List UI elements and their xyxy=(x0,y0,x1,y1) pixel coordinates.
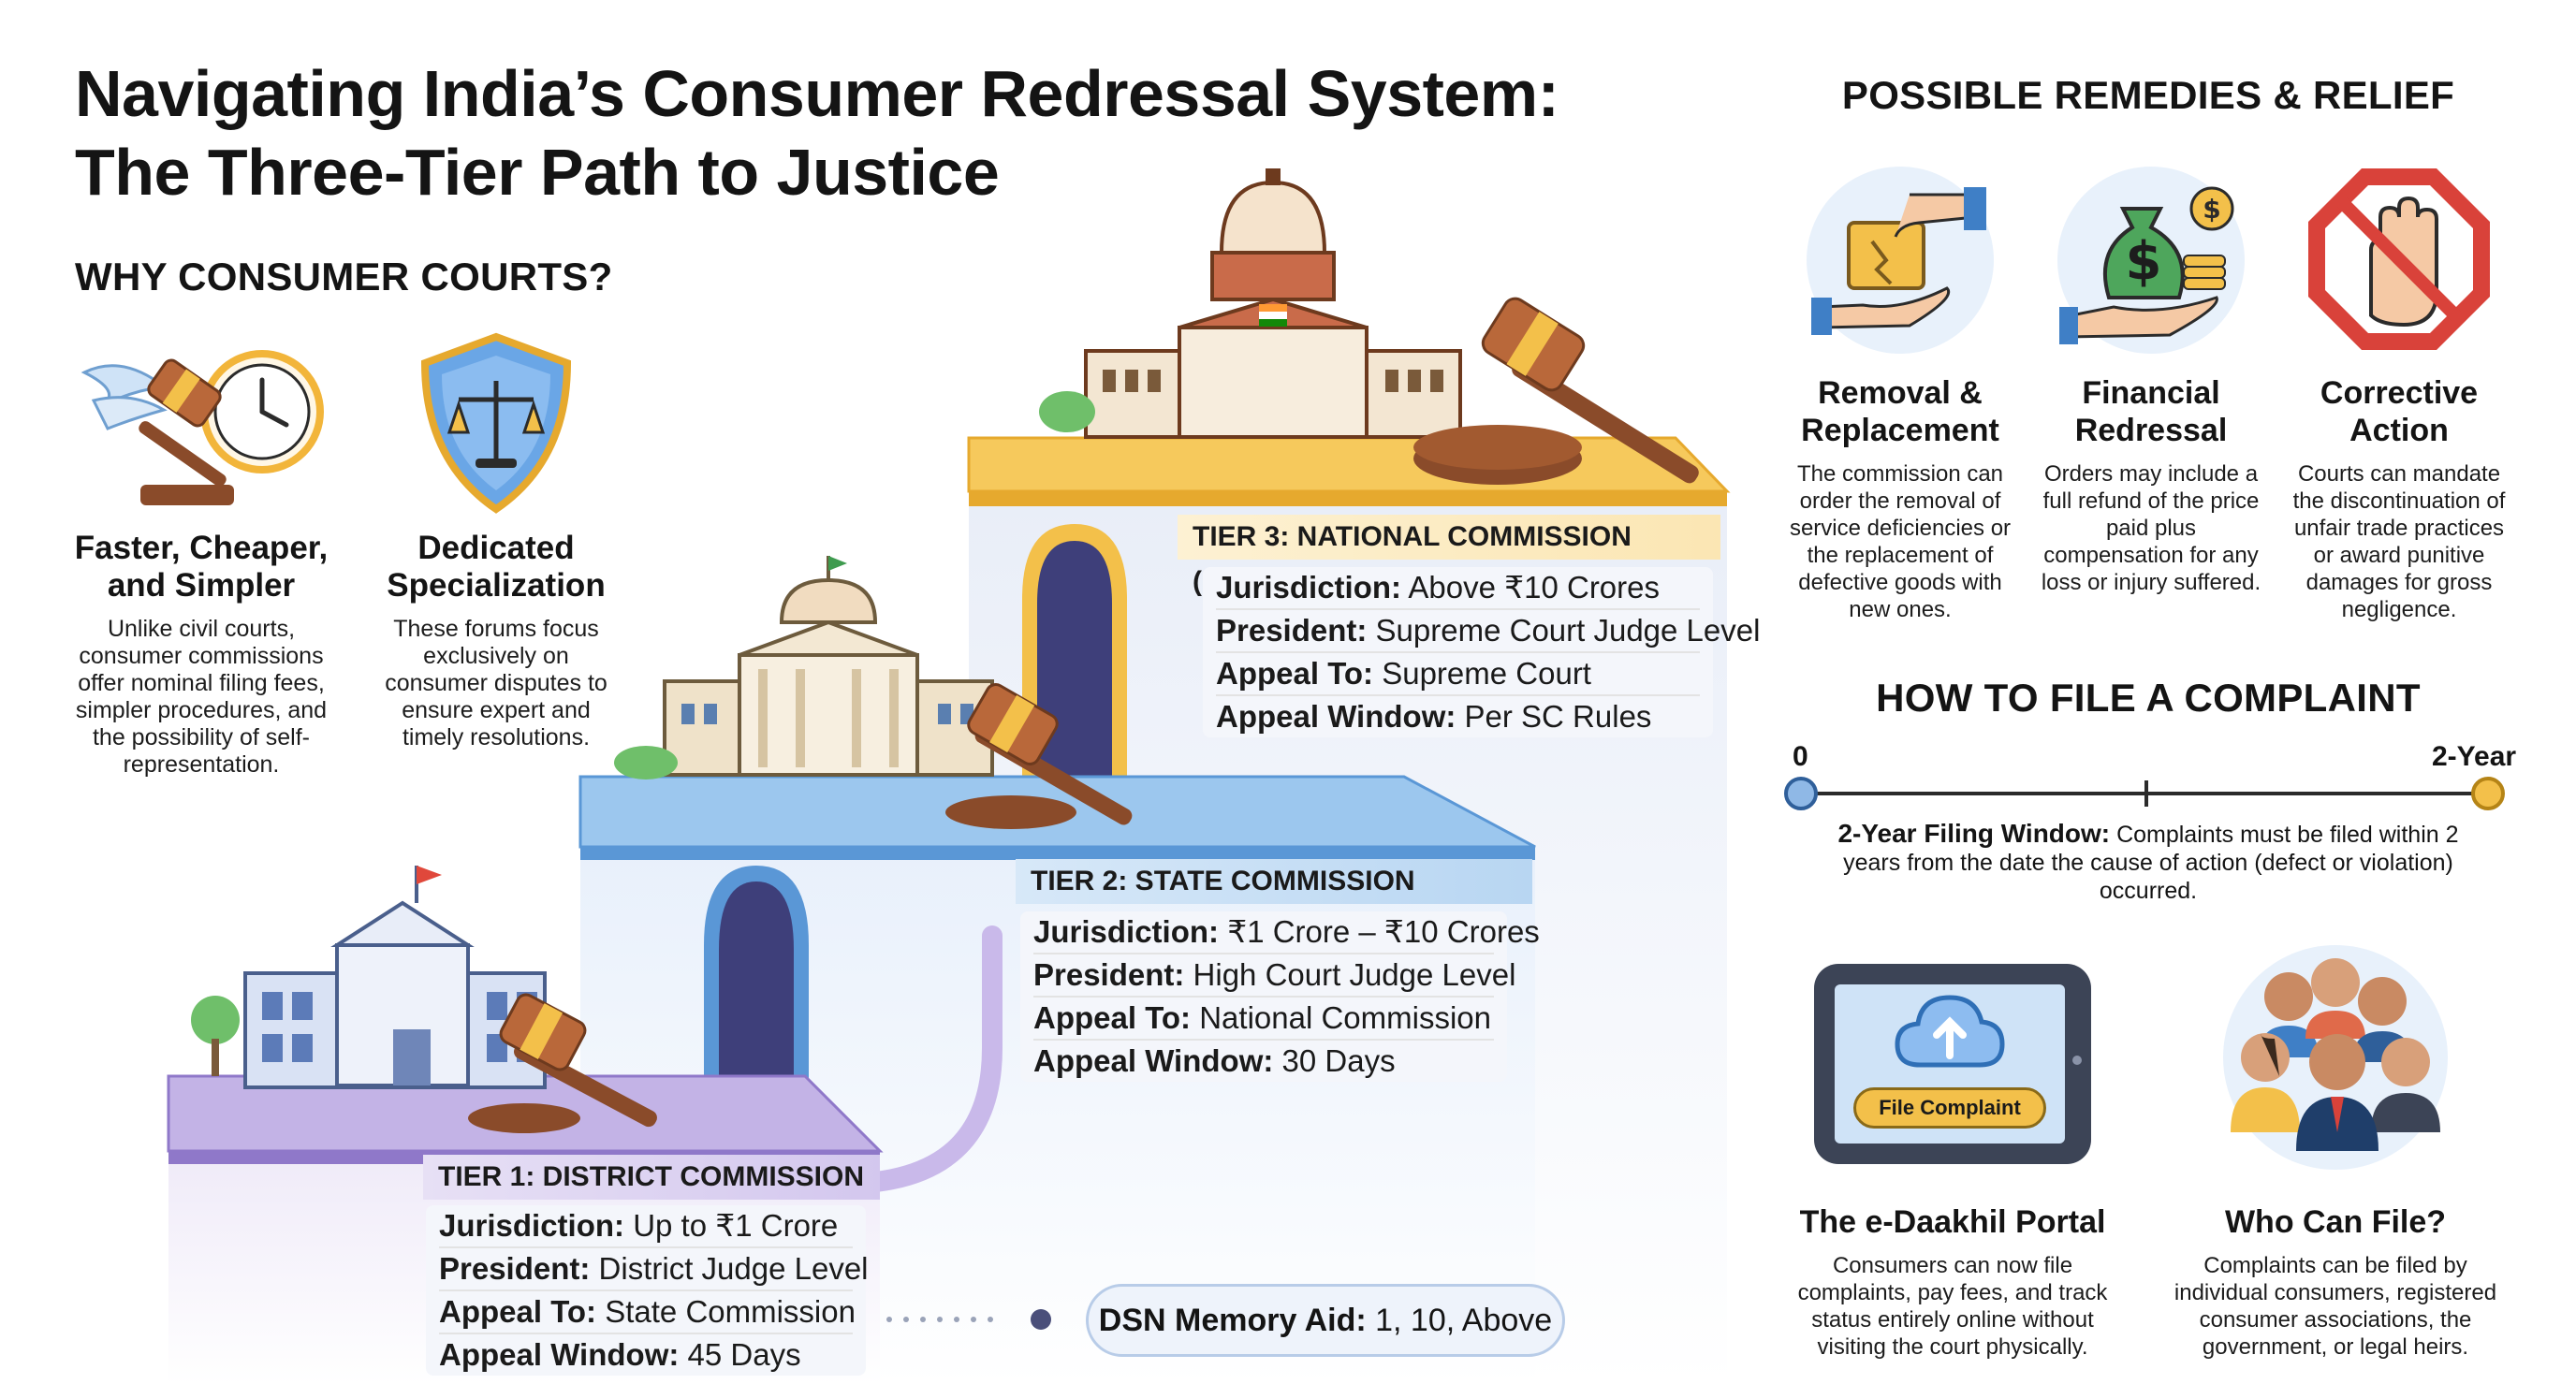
why-item-title: Dedicated Specialization xyxy=(370,530,622,605)
shield-scales-icon xyxy=(412,329,580,517)
tier2-jurisdiction: Jurisdiction: ₹1 Crore – ₹10 Crores xyxy=(1033,911,1540,954)
title-line-1: Navigating India’s Consumer Redressal Sy… xyxy=(75,57,1559,130)
tier1-info-card: Jurisdiction: Up to ₹1 Crore President: … xyxy=(426,1205,869,1376)
why-item-title-line1: Dedicated xyxy=(417,530,575,566)
tier1-label: TIER 1: DISTRICT COMMISSION xyxy=(438,1161,865,1192)
remedy-title-line1: Corrective xyxy=(2320,375,2479,411)
file-complaint-button[interactable]: File Complaint xyxy=(1853,1087,2046,1129)
tier2-label-bar: TIER 2: STATE COMMISSION xyxy=(1016,859,1532,904)
portal-title: The e-Daakhil Portal xyxy=(1799,1204,2106,1240)
tablet-home-button xyxy=(2072,1056,2082,1065)
timeline-end-dot xyxy=(2471,777,2505,810)
why-item-1: Faster, Cheaper, and Simpler Unlike civi… xyxy=(66,530,337,779)
tier2-president: President: High Court Judge Level xyxy=(1033,954,1515,998)
memory-aid-connector xyxy=(886,1309,1051,1330)
tier3-info-card: Jurisdiction: Above ₹10 Crores President… xyxy=(1203,567,1760,737)
why-heading: WHY CONSUMER COURTS? xyxy=(75,255,613,299)
people-group-icon xyxy=(2223,945,2448,1170)
remedy-body: Orders may include a full refund of the … xyxy=(2041,461,2261,595)
svg-text:$: $ xyxy=(2203,194,2220,225)
remedy-body: Courts can mandate the discontinuation o… xyxy=(2292,461,2506,622)
remedy-title: Financial Redressal xyxy=(2039,374,2263,449)
state-building-icon xyxy=(614,556,994,779)
gavel-icon-tier2 xyxy=(945,683,1133,829)
remedy-title: Corrective Action xyxy=(2282,374,2516,449)
gavel-icon-tier3 xyxy=(1413,297,1699,485)
tier1-appeal-window: Appeal Window: 45 Days xyxy=(439,1337,801,1372)
who-body: Complaints can be filed by individual co… xyxy=(2174,1253,2497,1360)
remedy-title-line1: Removal & xyxy=(1818,375,1983,411)
remedy-item-1: Removal & Replacement The commission can… xyxy=(1783,374,2017,623)
remedy-body: The commission can order the removal of … xyxy=(1789,461,2012,622)
tier1-label-bar: TIER 1: DISTRICT COMMISSION xyxy=(423,1155,880,1200)
supreme-court-building-icon xyxy=(1039,168,1462,439)
tier3-label-bar: TIER 3: NATIONAL COMMISSION (NCDRC) xyxy=(1178,515,1720,597)
timeline-start-label: 0 xyxy=(1793,741,1808,772)
district-building-icon xyxy=(191,866,547,1089)
why-item-title-line2: Specialization xyxy=(387,567,606,604)
title-line-2: The Three-Tier Path to Justice xyxy=(75,136,1000,209)
remedy-item-3: Corrective Action Courts can mandate the… xyxy=(2282,374,2516,623)
why-item-body: These forums focus exclusively on consum… xyxy=(385,616,607,750)
why-item-2: Dedicated Specialization These forums fo… xyxy=(370,530,622,751)
tier1-president: President: District Judge Level xyxy=(439,1248,869,1291)
memory-aid-pill: DSN Memory Aid: 1, 10, Above xyxy=(1086,1284,1565,1357)
gavel-icon-tier1 xyxy=(468,993,657,1133)
portal-card: The e-Daakhil Portal Consumers can now f… xyxy=(1788,1203,2117,1361)
tier2-info-card: Jurisdiction: ₹1 Crore – ₹10 Crores Pres… xyxy=(1020,911,1540,1082)
portal-body: Consumers can now file complaints, pay f… xyxy=(1797,1253,2108,1360)
svg-text:$: $ xyxy=(2126,231,2162,292)
why-item-title: Faster, Cheaper, and Simpler xyxy=(66,530,337,605)
why-item-title-line1: Faster, Cheaper, xyxy=(74,530,329,566)
tier2-appeal-window: Appeal Window: 30 Days xyxy=(1033,1043,1396,1078)
remedy-title-line2: Action xyxy=(2349,413,2449,448)
filing-window-body: Complaints must be filed within 2 years … xyxy=(1843,822,2459,904)
who-can-file-card: Who Can File? Complaints can be filed by… xyxy=(2162,1203,2509,1361)
tablet-icon: File Complaint xyxy=(1814,964,2091,1164)
timeline-start-dot xyxy=(1784,777,1818,810)
tier2-label: TIER 2: STATE COMMISSION xyxy=(1031,866,1415,896)
remedy-title: Removal & Replacement xyxy=(1783,374,2017,449)
remedy-item-2: Financial Redressal Orders may include a… xyxy=(2039,374,2263,596)
remedy-title-line2: Replacement xyxy=(1801,413,1999,448)
stop-hand-icon xyxy=(2301,161,2497,357)
cloud-upload-icon xyxy=(1895,995,2005,1068)
remedy-title-line2: Redressal xyxy=(2074,413,2228,448)
money-bag-hand-icon: $ $ xyxy=(2057,167,2245,354)
tier3-jurisdiction: Jurisdiction: Above ₹10 Crores xyxy=(1216,567,1700,610)
filing-window-key: 2-Year Filing Window: xyxy=(1837,819,2111,848)
memory-aid-key: DSN Memory Aid: xyxy=(1098,1303,1367,1338)
tier2-appeal-to: Appeal To: National Commission xyxy=(1033,998,1494,1041)
hands-exchange-box-icon xyxy=(1807,167,1994,354)
why-item-title-line2: and Simpler xyxy=(107,567,296,604)
timeline-track xyxy=(1797,792,2490,795)
remedy-title-line1: Financial xyxy=(2082,375,2220,411)
page-title: Navigating India’s Consumer Redressal Sy… xyxy=(75,54,1685,211)
who-title: Who Can File? xyxy=(2224,1204,2447,1240)
tablet-screen: File Complaint xyxy=(1835,984,2065,1144)
remedies-heading: POSSIBLE REMEDIES & RELIEF xyxy=(1841,73,2455,117)
filing-window-text: 2-Year Filing Window: Complaints must be… xyxy=(1816,820,2481,905)
memory-aid-value: 1, 10, Above xyxy=(1366,1303,1553,1338)
timeline-midpoint xyxy=(2144,780,2148,807)
tier1-appeal-to: Appeal To: State Commission xyxy=(439,1291,856,1334)
tier3-president: President: Supreme Court Judge Level xyxy=(1216,610,1760,653)
tier3-appeal-to: Appeal To: Supreme Court xyxy=(1216,653,1700,696)
timeline-end-label: 2-Year xyxy=(2432,741,2517,772)
why-item-body: Unlike civil courts, consumer commission… xyxy=(75,616,328,778)
winged-gavel-clock-icon xyxy=(75,335,328,513)
tier1-jurisdiction: Jurisdiction: Up to ₹1 Crore xyxy=(439,1205,853,1248)
file-heading: HOW TO FILE A COMPLAINT xyxy=(1876,676,2421,720)
tier3-appeal-window: Appeal Window: Per SC Rules xyxy=(1216,699,1652,734)
